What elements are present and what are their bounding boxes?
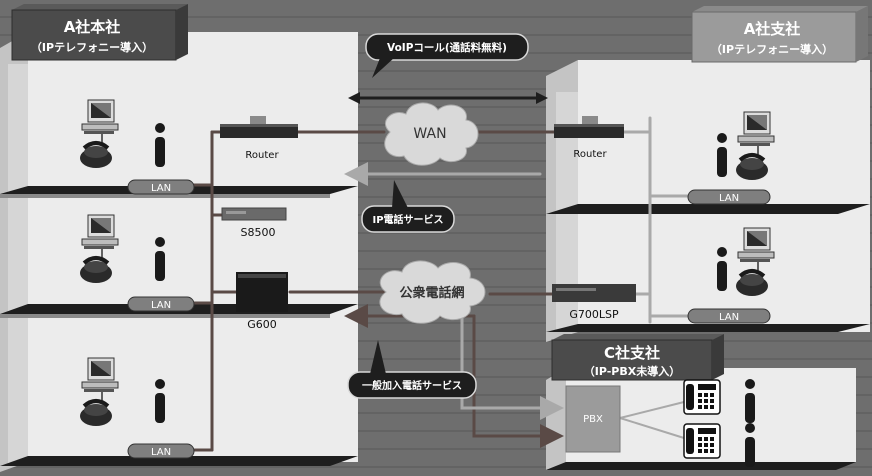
hq-subtitle: （IPテレフォニー導入） <box>31 40 153 54</box>
wan-label: WAN <box>413 126 446 142</box>
pbx-box: PBX <box>565 385 621 453</box>
ip-service-callout: IP電話サービス <box>361 180 455 233</box>
person-icon <box>745 423 755 467</box>
lan-pill-1: LAN <box>127 179 195 195</box>
voip-callout: VoIPコール(通話料無料) <box>365 33 529 78</box>
lan-label-1: LAN <box>151 183 171 194</box>
lan-label-2: LAN <box>151 300 171 311</box>
general-service-text: 一般加入電話サービス <box>362 379 462 392</box>
workstation-person-icon <box>80 214 119 283</box>
person-icon <box>155 237 165 281</box>
connections <box>168 92 692 452</box>
person-icon <box>745 379 755 423</box>
desk-phone-icon <box>683 423 721 459</box>
workstation-person-icon <box>736 111 775 180</box>
hq-name: A社本社 <box>64 18 121 36</box>
lan-label-5: LAN <box>719 312 739 323</box>
pstn-label: 公衆電話網 <box>399 285 464 301</box>
lan-pill-3: LAN <box>127 443 195 459</box>
wan-cloud: WAN <box>384 102 479 166</box>
lan-pill-2: LAN <box>127 296 195 312</box>
router-branch-label: Router <box>573 149 607 160</box>
g700lsp-gateway: G700LSP <box>552 284 636 321</box>
lan-label-3: LAN <box>151 447 171 458</box>
g700lsp-label: G700LSP <box>569 308 619 321</box>
g600-gateway: G600 <box>236 272 288 331</box>
router-branch: Router <box>554 116 624 160</box>
desk-phone-icon <box>683 379 721 415</box>
router-hq-label: Router <box>245 150 279 161</box>
voip-text: VoIPコール(通話料無料) <box>387 41 507 54</box>
workstation-person-icon <box>80 357 119 426</box>
branch-a-name: A社支社 <box>744 20 801 38</box>
branch-c-name: C社支社 <box>604 344 660 362</box>
pbx-label: PBX <box>583 414 603 425</box>
workstation-person-icon <box>736 227 775 296</box>
ip-service-text: IP電話サービス <box>372 213 443 226</box>
branch-a-subtitle: （IPテレフォニー導入） <box>711 42 833 56</box>
lan-pill-5: LAN <box>687 308 771 324</box>
g600-label: G600 <box>247 318 277 331</box>
pstn-cloud: 公衆電話網 <box>379 260 486 324</box>
person-icon <box>717 247 727 291</box>
person-icon <box>155 379 165 423</box>
lan-label-4: LAN <box>719 193 739 204</box>
s8500-label: S8500 <box>241 226 276 239</box>
person-icon <box>155 123 165 167</box>
router-hq: Router <box>220 116 298 161</box>
person-icon <box>717 133 727 177</box>
workstation-person-icon <box>80 99 119 168</box>
workstations <box>80 99 775 467</box>
branch-c-subtitle: （IP-PBX未導入） <box>584 364 680 378</box>
s8500-server: S8500 <box>221 207 287 239</box>
general-service-callout: 一般加入電話サービス <box>347 340 477 399</box>
hq-building: A社本社 （IPテレフォニー導入） <box>0 4 358 472</box>
lan-pill-4: LAN <box>687 189 771 205</box>
